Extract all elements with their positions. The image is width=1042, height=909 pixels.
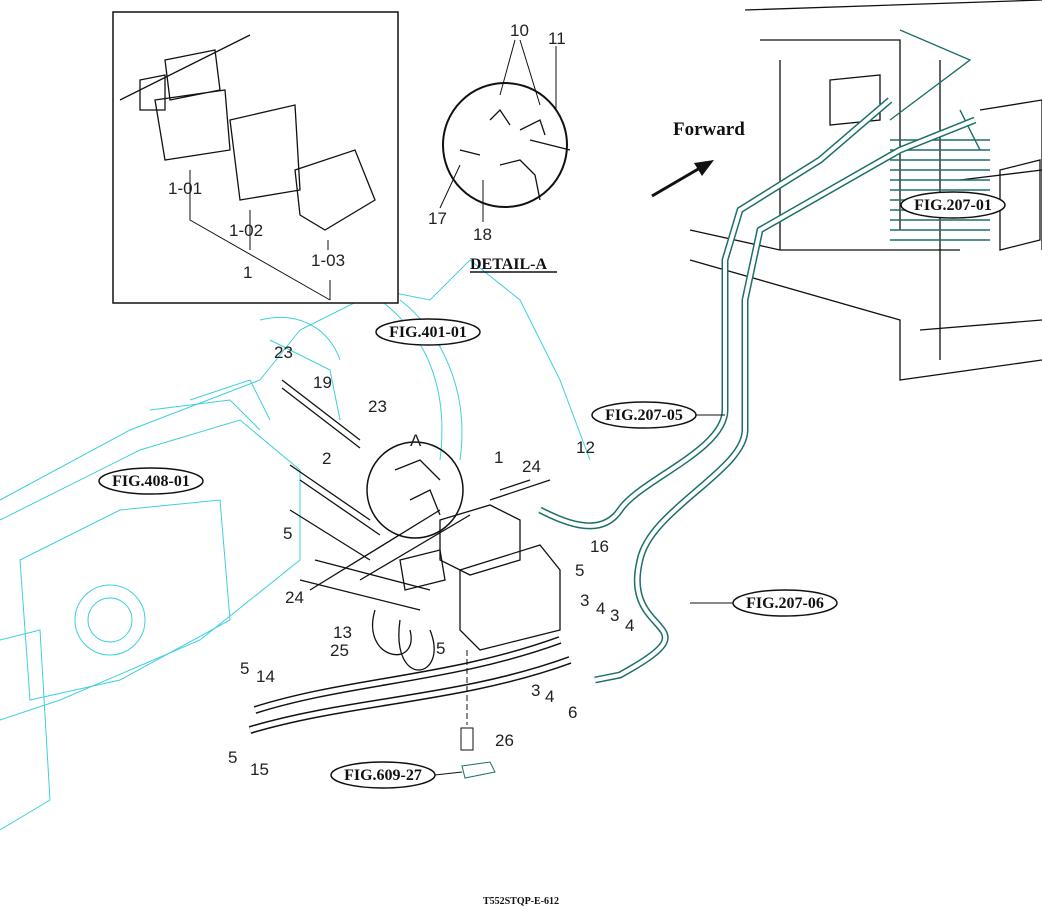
callout-number: 16: [590, 537, 609, 556]
detail-a-marker: A: [366, 431, 464, 539]
callout-number: 4: [596, 599, 605, 618]
footer-code: T552STQP-E-612: [483, 896, 559, 907]
fig-ref[interactable]: FIG.207-05: [591, 401, 725, 429]
callout-number: 24: [522, 457, 541, 476]
detail-marker-label: A: [410, 431, 422, 450]
callout-number: 6: [568, 703, 577, 722]
detail-label: 11: [548, 29, 566, 48]
callout-number: 13: [333, 623, 352, 642]
fig-ref[interactable]: FIG.401-01: [375, 318, 481, 346]
callout-number: 3: [580, 591, 589, 610]
inset-label: 1-02: [229, 221, 263, 240]
callout-number: 5: [575, 561, 584, 580]
fig-ref[interactable]: FIG.609-27: [330, 761, 463, 789]
callout-number: 5: [240, 659, 249, 678]
drain-plug: [460, 650, 496, 779]
callout-number: 12: [576, 438, 595, 457]
inset-label: 1: [243, 263, 252, 282]
callout-number: 5: [283, 524, 292, 543]
callout-number: 5: [228, 748, 237, 767]
callout-number: 4: [545, 687, 554, 706]
svg-text:FIG.207-06: FIG.207-06: [746, 595, 824, 612]
inset-box: 1-01 1-02 1 1-03: [112, 11, 399, 304]
svg-text:FIG.207-01: FIG.207-01: [914, 197, 992, 214]
callout-number: 24: [285, 588, 304, 607]
detail-a: 10 11 17 18 DETAIL-A: [428, 21, 571, 273]
transmission-outline: [0, 259, 591, 831]
callout-number: 3: [610, 606, 619, 625]
callout-number: 4: [625, 616, 634, 635]
control-valve-assembly: [309, 479, 561, 651]
arrow-icon: [694, 160, 714, 176]
figure-references: FIG.207-01 FIG.401-01 FIG.408-01 FIG.207…: [98, 191, 1006, 789]
callout-number: 19: [313, 373, 332, 392]
callout-number: 23: [274, 343, 293, 362]
return-hoses: [248, 609, 572, 734]
fig-ref[interactable]: FIG.207-06: [690, 589, 838, 617]
callout-number: 1: [494, 448, 503, 467]
inset-label: 1-03: [311, 251, 345, 270]
inset-label: 1-01: [168, 179, 202, 198]
callout-number: 3: [531, 681, 540, 700]
svg-text:FIG.408-01: FIG.408-01: [112, 473, 190, 490]
fig-ref[interactable]: FIG.408-01: [98, 467, 204, 495]
callout-number: 15: [250, 760, 269, 779]
callout-number: 25: [330, 641, 349, 660]
callout-number: 23: [368, 397, 387, 416]
callout-number: 14: [256, 667, 275, 686]
detail-label: 17: [428, 209, 447, 228]
fig-ref[interactable]: FIG.207-01: [900, 191, 1006, 219]
forward-label: Forward: [673, 119, 745, 140]
rods: [281, 379, 431, 611]
callout-number: 5: [436, 639, 445, 658]
detail-title: DETAIL-A: [470, 256, 547, 273]
svg-text:FIG.609-27: FIG.609-27: [344, 767, 422, 784]
svg-text:FIG.207-05: FIG.207-05: [605, 407, 683, 424]
svg-text:FIG.401-01: FIG.401-01: [389, 324, 467, 341]
callout-number: 26: [495, 731, 514, 750]
detail-label: 10: [510, 21, 529, 40]
detail-label: 18: [473, 225, 492, 244]
forward-indicator: Forward: [651, 119, 745, 198]
callout-number: 2: [322, 449, 331, 468]
cooler-hoses: [538, 97, 977, 684]
